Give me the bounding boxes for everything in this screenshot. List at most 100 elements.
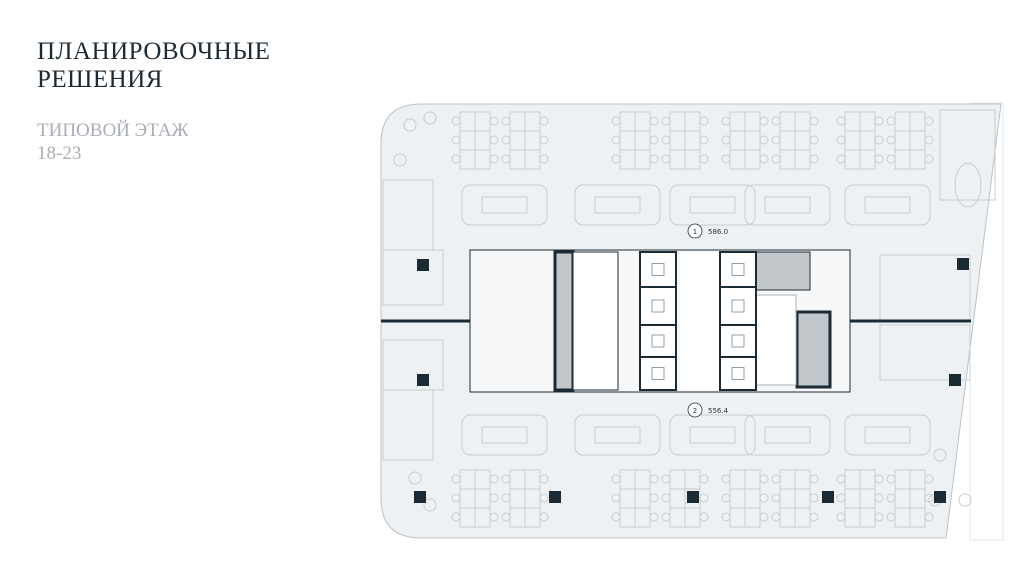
- elevator-icon: [731, 263, 745, 276]
- chair: [771, 474, 781, 484]
- chair: [759, 512, 769, 522]
- chair: [451, 116, 461, 126]
- meeting-table: [594, 196, 641, 214]
- chair: [649, 493, 659, 503]
- elevator-icon: [731, 299, 745, 313]
- meeting-table: [594, 426, 641, 444]
- marker-2-number: 2: [693, 407, 697, 415]
- column: [417, 259, 429, 271]
- meeting-room: [744, 414, 831, 456]
- lounge-chair: [958, 493, 972, 507]
- floor-name: ТИПОВОЙ ЭТАЖ: [37, 120, 189, 141]
- meeting-room: [669, 414, 756, 456]
- column: [417, 374, 429, 386]
- chair: [661, 474, 671, 484]
- meeting-table: [481, 426, 528, 444]
- meeting-table: [481, 196, 528, 214]
- column: [549, 491, 561, 503]
- elevator-car: [639, 356, 677, 391]
- conference-table: [954, 162, 982, 208]
- meeting-table: [689, 196, 736, 214]
- chair: [924, 135, 934, 145]
- title-line-2: РЕШЕНИЯ: [37, 66, 163, 93]
- elevator-car: [719, 324, 757, 358]
- chair: [759, 474, 769, 484]
- stairwell-right: [755, 294, 797, 386]
- office-room: [879, 324, 971, 381]
- chair: [611, 474, 621, 484]
- chair: [874, 493, 884, 503]
- shaft-top-right: [754, 251, 811, 291]
- elevator-car: [719, 286, 757, 326]
- chair: [771, 116, 781, 126]
- column: [822, 491, 834, 503]
- chair: [836, 116, 846, 126]
- elevator-icon: [731, 334, 745, 348]
- chair: [611, 512, 621, 522]
- chair: [699, 493, 709, 503]
- chair: [489, 154, 499, 164]
- chair: [501, 116, 511, 126]
- chair: [886, 474, 896, 484]
- chair: [661, 154, 671, 164]
- page-title: ПЛАНИРОВОЧНЫЕ РЕШЕНИЯ: [37, 38, 270, 94]
- chair: [539, 512, 549, 522]
- chair: [539, 154, 549, 164]
- chair: [924, 512, 934, 522]
- lounge-chair: [933, 448, 947, 462]
- elevator-car: [719, 356, 757, 391]
- chair: [759, 116, 769, 126]
- chair: [809, 116, 819, 126]
- chair: [489, 474, 499, 484]
- chair: [874, 512, 884, 522]
- chair: [886, 512, 896, 522]
- chair: [809, 154, 819, 164]
- meeting-room: [574, 184, 661, 226]
- chair: [501, 154, 511, 164]
- chair: [809, 135, 819, 145]
- chair: [699, 512, 709, 522]
- chair: [721, 512, 731, 522]
- stairwell-left: [572, 251, 619, 391]
- chair: [874, 474, 884, 484]
- meeting-table: [764, 426, 811, 444]
- chair: [611, 135, 621, 145]
- chair: [661, 116, 671, 126]
- chair: [539, 474, 549, 484]
- chair: [539, 135, 549, 145]
- meeting-room: [844, 414, 931, 456]
- elevator-car: [639, 324, 677, 358]
- marker-1-area: 586.0: [708, 228, 728, 236]
- chair: [649, 135, 659, 145]
- chair: [649, 154, 659, 164]
- chair: [451, 512, 461, 522]
- chair: [649, 512, 659, 522]
- chair: [771, 493, 781, 503]
- chair: [489, 493, 499, 503]
- chair: [836, 135, 846, 145]
- office-room: [382, 389, 434, 461]
- chair: [874, 135, 884, 145]
- chair: [924, 116, 934, 126]
- chair: [539, 493, 549, 503]
- chair: [809, 512, 819, 522]
- furniture-layer: [382, 109, 996, 528]
- chair: [721, 154, 731, 164]
- chair: [649, 474, 659, 484]
- chair: [924, 154, 934, 164]
- chair: [721, 493, 731, 503]
- elevator-group: [639, 251, 757, 391]
- chair: [886, 135, 896, 145]
- chair: [611, 493, 621, 503]
- chair: [451, 154, 461, 164]
- chair: [451, 135, 461, 145]
- chair: [809, 474, 819, 484]
- elevator-icon: [651, 299, 665, 313]
- chair: [836, 154, 846, 164]
- column: [414, 491, 426, 503]
- office-room: [382, 249, 444, 306]
- chair: [886, 493, 896, 503]
- chair: [699, 474, 709, 484]
- meeting-room: [461, 414, 548, 456]
